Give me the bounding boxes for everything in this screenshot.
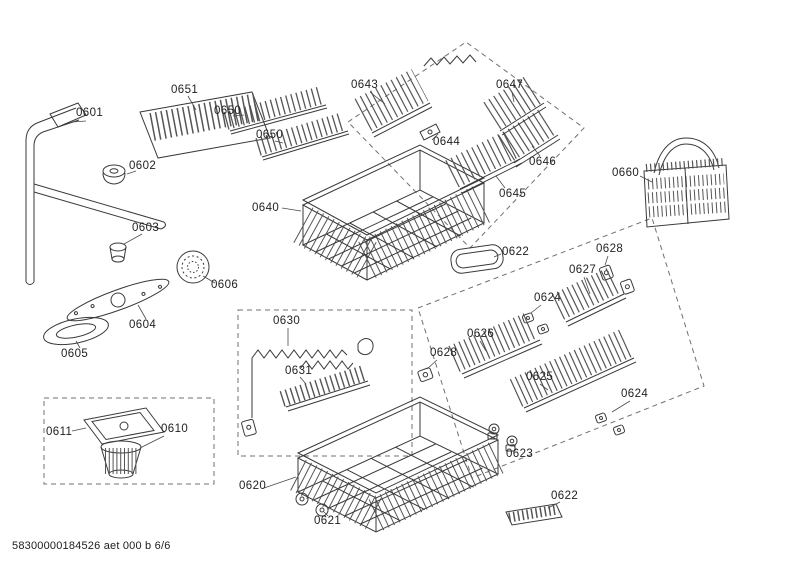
dashed-box-wire-accessories <box>237 309 413 457</box>
part-label-0620: 0620 <box>239 480 267 492</box>
part-label-0602: 0602 <box>129 160 157 172</box>
part-label-0606: 0606 <box>211 279 239 291</box>
part-label-0643: 0643 <box>351 79 379 91</box>
part-drawing-clip-0628-b <box>417 367 434 383</box>
part-label-0610: 0610 <box>161 423 189 435</box>
part-drawing-clips-0624-a <box>521 312 550 335</box>
part-label-0601: 0601 <box>76 107 104 119</box>
part-label-0628-a: 0628 <box>596 243 624 255</box>
part-drawing-tine-row-0650-b <box>255 112 350 161</box>
part-drawing-spray-plate-0605 <box>43 316 109 346</box>
part-label-0651: 0651 <box>171 84 199 96</box>
part-label-0626: 0626 <box>467 328 495 340</box>
part-label-0611: 0611 <box>46 426 73 438</box>
part-drawing-bearing-0603 <box>109 242 127 263</box>
part-drawing-folding-rack-0625 <box>509 329 637 413</box>
part-label-0624-b: 0624 <box>621 388 649 400</box>
part-label-0623: 0623 <box>506 448 534 460</box>
part-drawing-filter-plate-0611 <box>83 407 165 445</box>
part-label-0631: 0631 <box>285 365 313 377</box>
part-label-0644: 0644 <box>433 136 461 148</box>
part-drawing-folding-rack-0647 <box>483 74 547 136</box>
part-drawing-spray-arm-0604 <box>66 278 170 322</box>
leader-lines <box>71 91 653 517</box>
dashed-box-filter-assembly <box>43 397 215 485</box>
part-label-0605: 0605 <box>61 348 89 360</box>
part-drawing-folding-rack-0626 <box>448 312 543 379</box>
part-label-0622-b: 0622 <box>551 490 579 502</box>
part-label-0645: 0645 <box>499 188 527 200</box>
part-label-0603: 0603 <box>132 222 160 234</box>
part-drawing-wheels-0621 <box>295 492 329 517</box>
part-drawing-sieve-0606 <box>176 250 210 284</box>
part-label-0650-a: 0650 <box>214 105 242 117</box>
part-label-0640: 0640 <box>252 202 280 214</box>
part-drawing-clips-0624-b <box>594 412 626 436</box>
part-label-0660: 0660 <box>612 167 640 179</box>
part-drawing-micro-filter-0610 <box>100 440 142 479</box>
part-drawing-connector-0602 <box>102 164 126 185</box>
part-label-0647: 0647 <box>496 79 524 91</box>
part-drawing-tray-0622-a <box>450 244 504 274</box>
part-drawing-lower-basket-0620 <box>290 396 506 533</box>
part-drawing-folding-rack-0645 <box>445 130 523 194</box>
part-drawing-folding-rack-0643 <box>354 54 477 138</box>
part-drawing-clip-0644 <box>419 123 441 141</box>
part-label-0624-a: 0624 <box>534 292 562 304</box>
document-code: 58300000184526 aet 000 b 6/6 <box>12 540 171 552</box>
part-label-0627: 0627 <box>569 264 597 276</box>
part-label-0628-b: 0628 <box>430 347 458 359</box>
part-label-0621: 0621 <box>314 515 342 527</box>
part-drawing-wire-0630 <box>241 338 374 437</box>
part-drawing-folding-rack-0627 <box>551 266 627 327</box>
part-label-0646: 0646 <box>529 156 557 168</box>
part-label-0622-a: 0622 <box>502 246 530 258</box>
dashed-box-lower-rack-accessories <box>417 217 705 479</box>
part-drawing-rack-rail-0651 <box>139 91 271 159</box>
part-label-0625: 0625 <box>526 371 554 383</box>
part-drawing-tray-0622-b <box>505 503 563 526</box>
part-drawing-water-pipe-0601 <box>25 102 166 285</box>
part-drawing-upper-basket-0640 <box>293 144 493 281</box>
part-drawing-comb-0631 <box>279 365 371 412</box>
part-label-0630: 0630 <box>273 315 301 327</box>
dashed-box-upper-rack-accessories <box>347 41 585 249</box>
part-drawing-cutlery-basket-0660 <box>643 137 730 228</box>
part-drawing-tine-row-0650-a <box>223 86 328 135</box>
part-label-0650-b: 0650 <box>256 129 284 141</box>
part-label-0604: 0604 <box>129 319 157 331</box>
